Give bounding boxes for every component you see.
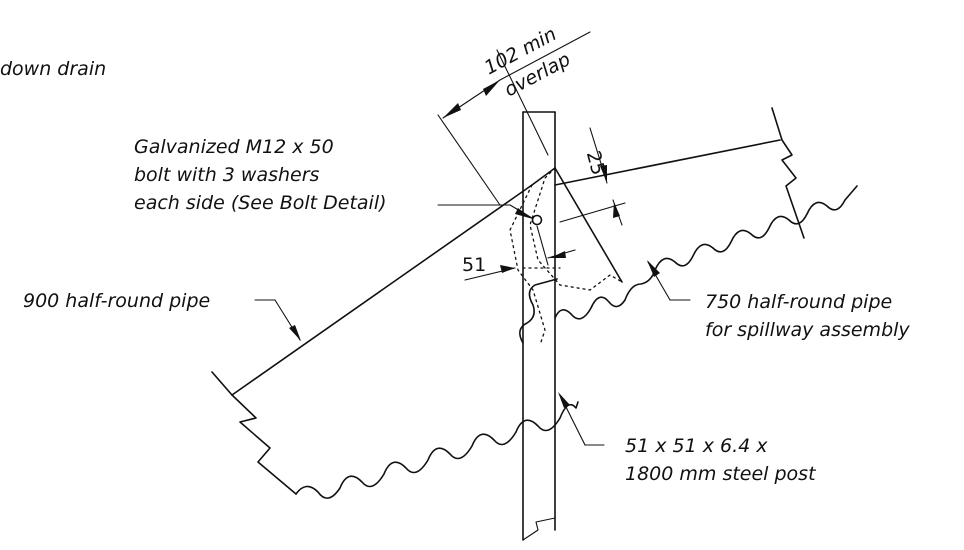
dimension-25 xyxy=(559,127,626,226)
leader-pipe-900 xyxy=(254,299,301,341)
bolt-label-line1: Galvanized M12 x 50 xyxy=(134,136,334,158)
pipe-750-label-line1: 750 half-round pipe xyxy=(705,291,893,313)
steel-post-label-line2: 1800 mm steel post xyxy=(625,463,816,485)
bolt-label-line2: bolt with 3 washers xyxy=(134,164,320,186)
pipe-750-outline xyxy=(519,107,858,344)
dimension-102-overlap xyxy=(437,31,591,206)
leader-pipe-750 xyxy=(647,260,691,301)
leader-steel-post xyxy=(558,392,605,446)
pipe-900-corrugation xyxy=(295,401,579,499)
steel-post-label-line1: 51 x 51 x 6.4 x xyxy=(625,435,768,457)
pipe-900-outline xyxy=(211,167,579,499)
pipe-750-corrugation-at-post xyxy=(519,278,558,344)
pipe-900-label: 900 half-round pipe xyxy=(23,290,211,312)
dimension-51-text: 51 xyxy=(462,254,487,276)
label-down-drain: down drain xyxy=(0,58,107,80)
dimension-51 xyxy=(464,225,576,281)
steel-post xyxy=(522,111,556,541)
leader-bolt xyxy=(437,204,533,219)
bolt-hole xyxy=(531,214,543,226)
hidden-overlap-lines xyxy=(509,167,623,346)
pipe-750-corrugation xyxy=(554,185,858,320)
pipe-750-label-line2: for spillway assembly xyxy=(705,319,910,341)
bolt-label-line3: each side (See Bolt Detail) xyxy=(134,192,387,214)
